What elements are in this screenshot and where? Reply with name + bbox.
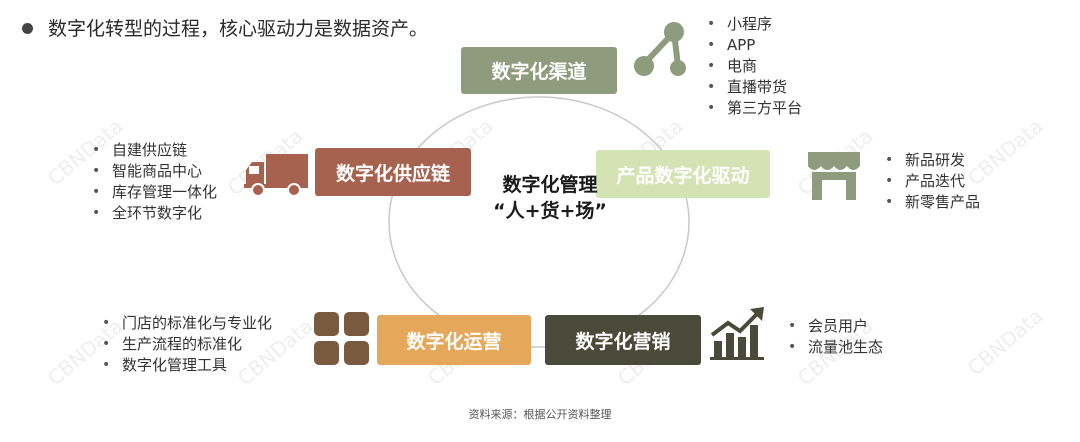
node-operation-label: 数字化运营 <box>406 330 502 353</box>
operation-list: 门店的标准化与专业化生产流程的标准化数字化管理工具 <box>100 313 272 376</box>
node-channel: 数字化渠道 <box>461 47 617 94</box>
watermark: CBNData <box>962 303 1048 381</box>
list-item: 直播带货 <box>705 77 802 98</box>
center-title: 数字化管理 “人+货+场” <box>470 172 630 224</box>
store-icon <box>808 152 860 200</box>
list-item: 智能商品中心 <box>90 161 217 182</box>
list-item: 自建供应链 <box>90 140 217 161</box>
node-channel-label: 数字化渠道 <box>491 61 587 83</box>
node-operation: 数字化运营 <box>377 315 531 365</box>
node-marketing: 数字化营销 <box>545 315 701 365</box>
node-supply-chain-label: 数字化供应链 <box>335 162 450 185</box>
node-product-label: 产品数字化驱动 <box>616 164 750 187</box>
headline: 数字化转型的过程，核心驱动力是数据资产。 <box>48 18 429 40</box>
node-marketing-label: 数字化营销 <box>575 330 671 353</box>
supply-chain-list: 自建供应链智能商品中心库存管理一体化全环节数字化 <box>90 140 217 224</box>
list-item: 会员用户 <box>786 316 883 337</box>
list-item: 数字化管理工具 <box>100 355 272 376</box>
list-item: 电商 <box>705 56 802 77</box>
list-item: 流量池生态 <box>786 337 883 358</box>
center-title-line1: 数字化管理 <box>502 174 598 196</box>
blocks-icon <box>314 312 369 365</box>
list-item: 门店的标准化与专业化 <box>100 313 272 334</box>
list-item: 全环节数字化 <box>90 203 217 224</box>
list-item: 生产流程的标准化 <box>100 334 272 355</box>
growth-chart-icon <box>710 307 764 360</box>
marketing-list: 会员用户流量池生态 <box>786 316 883 358</box>
list-item: 新品研发 <box>883 150 980 171</box>
cycle-circle <box>388 96 690 348</box>
channel-list: 小程序APP电商直播带货第三方平台 <box>705 14 802 119</box>
list-item: 小程序 <box>705 14 802 35</box>
node-supply-chain: 数字化供应链 <box>315 148 471 196</box>
product-list: 新品研发产品迭代新零售产品 <box>883 150 980 213</box>
truck-icon <box>244 154 308 197</box>
center-title-line2: “人+货+场” <box>493 200 607 222</box>
list-item: 第三方平台 <box>705 98 802 119</box>
list-item: 新零售产品 <box>883 192 980 213</box>
headline-bullet <box>22 23 33 34</box>
list-item: APP <box>705 35 802 56</box>
list-item: 产品迭代 <box>883 171 980 192</box>
list-item: 库存管理一体化 <box>90 182 217 203</box>
node-product: 产品数字化驱动 <box>596 150 770 198</box>
share-icon <box>634 22 686 76</box>
source-note: 资料来源：根据公开资料整理 <box>468 408 612 421</box>
